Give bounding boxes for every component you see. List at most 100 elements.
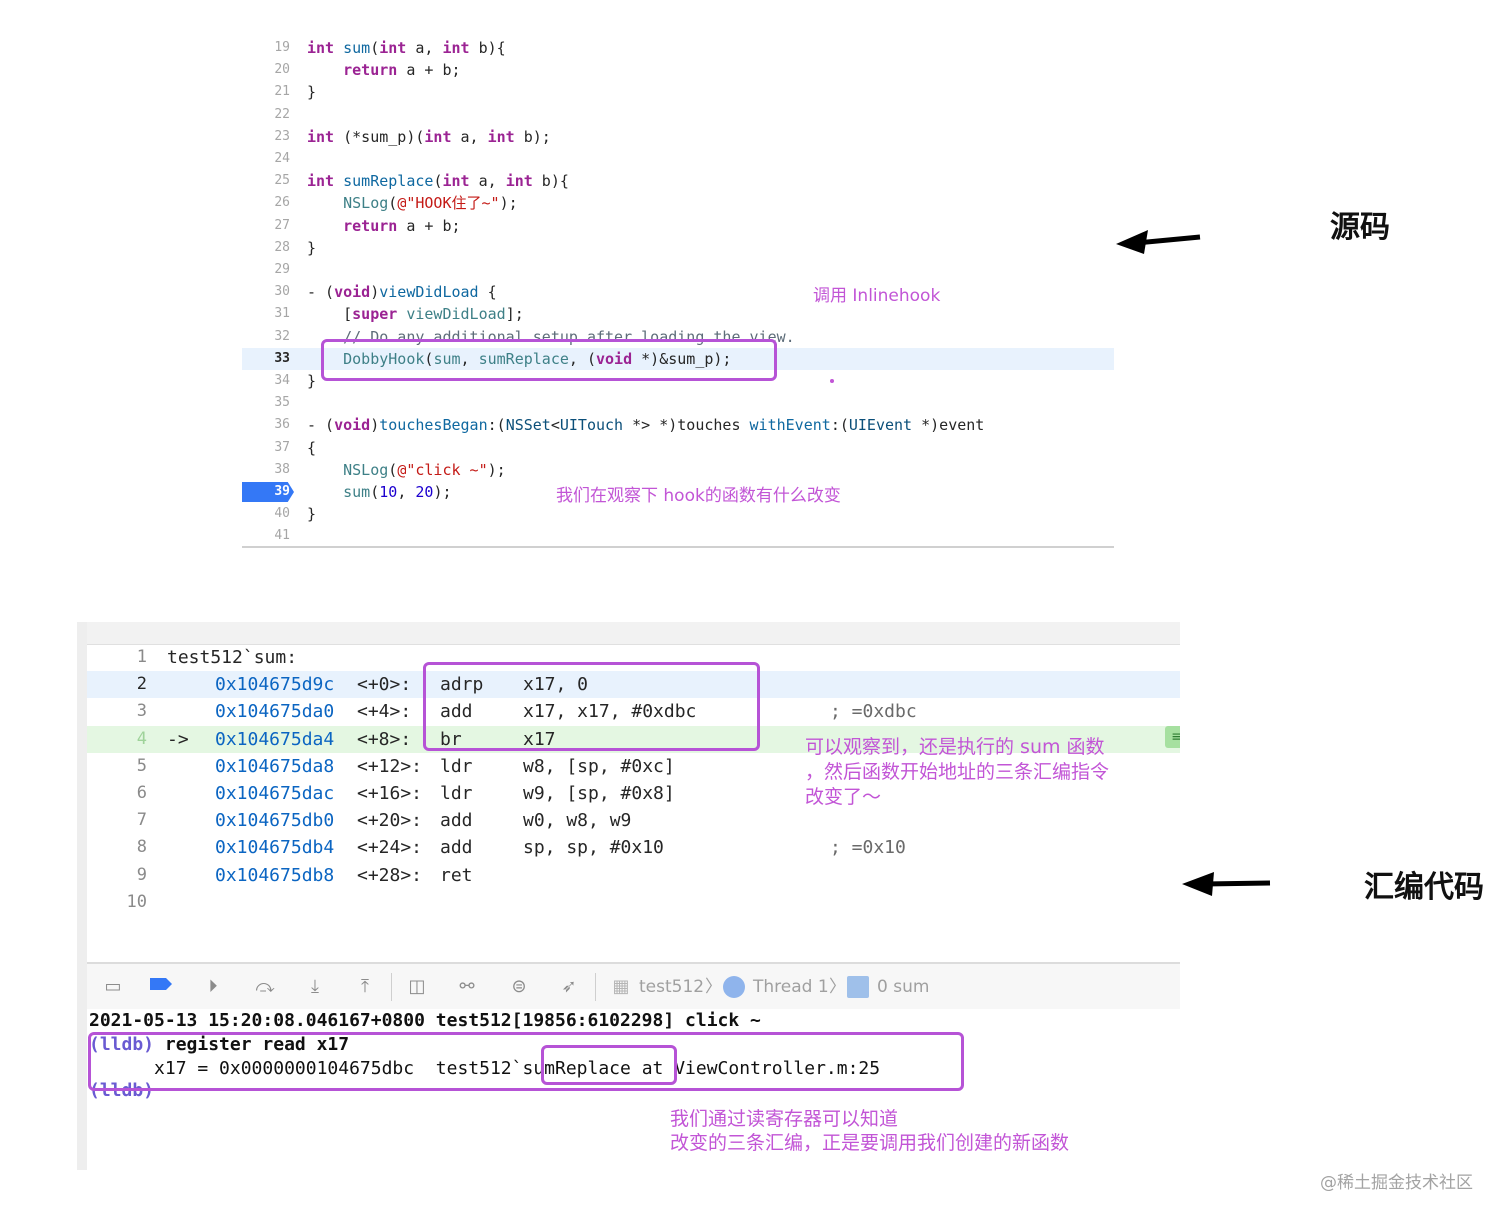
environment-overrides-icon[interactable]: ⊜ [511, 976, 527, 997]
note-call-inlinehook: 调用 Inlinehook [813, 286, 941, 306]
code-token: b){ [532, 172, 569, 191]
step-out-icon[interactable]: ⤒ [361, 976, 369, 997]
code-token: sum [433, 349, 461, 368]
code-token: :( [830, 416, 849, 435]
code-text: NSLog(@"HOOK住了~"); [307, 192, 518, 214]
asm-offset: <+12>: [357, 755, 423, 777]
line-number: 32 [274, 328, 290, 344]
code-token [307, 483, 343, 501]
source-line: 28} [242, 237, 1114, 259]
code-token: void [334, 283, 371, 302]
crumb-chevron-icon: 〉 [705, 977, 722, 997]
code-text: return a + b; [307, 59, 460, 81]
line-number: 9 [136, 864, 147, 885]
crumb-target[interactable]: test512 [639, 977, 705, 997]
console-result-highlight-box [88, 1032, 964, 1091]
source-line: 37{ [242, 437, 1114, 459]
line-number: 41 [274, 528, 290, 544]
crumb-chevron-icon: 〉 [829, 977, 846, 997]
code-token: < [550, 416, 560, 435]
line-number: 22 [274, 106, 290, 122]
line-number: 1 [136, 647, 147, 667]
asm-offset: <+0>: [357, 674, 412, 696]
code-text: - (void)viewDidLoad { [307, 281, 497, 303]
breakpoints-toggle-icon[interactable] [149, 976, 173, 998]
code-token: ); [487, 460, 506, 479]
lldb-prompt: (lldb) [89, 1034, 155, 1055]
result-suffix: at ViewController.m:25 [630, 1058, 881, 1079]
memory-graph-icon[interactable]: ⚯ [459, 976, 475, 997]
asm-address: 0x104675db4 [215, 837, 335, 859]
asm-operands: x17 [523, 728, 556, 750]
source-line: 24 [242, 148, 1114, 170]
crumb-thread[interactable]: Thread 1 [753, 977, 829, 997]
code-token: ( [370, 483, 380, 501]
asm-operands: x17, 0 [523, 674, 589, 696]
asm-opcode: add [440, 810, 473, 832]
result-prefix: x17 = 0x0000000104675dbc test512` [89, 1058, 523, 1079]
source-line: 31 [super viewDidLoad]; [242, 303, 1114, 325]
step-over-icon[interactable]: ⤼ [255, 976, 275, 997]
code-token: { [307, 438, 317, 457]
code-token: 20 [415, 483, 434, 501]
code-token: , ( [568, 349, 596, 368]
line-number: 34 [274, 373, 290, 388]
frame-icon [847, 976, 869, 998]
line-number: 4 [136, 728, 147, 749]
code-token: int [442, 39, 470, 57]
code-text: } [307, 81, 316, 103]
debug-toolbar: ▭ ⏵ ⤼ ⤓ ⤒ ◫ ⚯ ⊜ ➶ ▦ test512 〉 Thread 1 〉… [87, 962, 1180, 1011]
hide-console-icon[interactable]: ▭ [104, 976, 122, 997]
dobbyhook-highlight-box [321, 339, 777, 381]
code-token: a, [451, 127, 488, 146]
dot-mark [830, 379, 834, 383]
continue-icon[interactable]: ⏵ [208, 976, 218, 997]
line-number: 7 [136, 810, 147, 831]
breakpoint-marker[interactable] [242, 482, 294, 502]
asm-opcode: br [440, 728, 462, 750]
code-token: return [343, 216, 398, 235]
asm-offset: <+16>: [357, 783, 423, 804]
source-line: 36- (void)touchesBegan:(NSSet<UITouch *>… [242, 414, 1114, 436]
code-token [397, 305, 406, 323]
code-token: int [487, 127, 515, 146]
code-token: ( [424, 349, 434, 368]
code-text: int sumReplace(int a, int b){ [307, 170, 569, 192]
code-token: @"click ~" [397, 460, 488, 479]
line-number: 26 [274, 195, 290, 211]
asm-operands: w9, [sp, #0x8] [523, 783, 675, 804]
asm-operands: w0, w8, w9 [523, 810, 632, 832]
line-number: 39 [274, 484, 290, 499]
source-line: 38 NSLog(@"click ~"); [242, 459, 1114, 481]
line-number: 23 [274, 128, 290, 144]
thread-icon [723, 976, 745, 998]
crumb-frame[interactable]: 0 sum [877, 977, 930, 997]
pc-menu-icon[interactable]: ≡ [1165, 726, 1180, 748]
asm-operands: sp, sp, #0x10 [523, 837, 664, 859]
code-token: *)&sum_p); [632, 349, 732, 368]
code-token: ( [433, 172, 443, 191]
code-token: int [307, 39, 335, 57]
asm-opcode: adrp [440, 674, 484, 696]
line-number: 29 [274, 262, 290, 277]
code-text: } [307, 503, 316, 525]
code-token: } [307, 238, 317, 257]
asm-offset: <+8>: [357, 728, 412, 750]
source-line: 26 NSLog(@"HOOK住了~"); [242, 192, 1114, 214]
code-token [307, 461, 343, 479]
view-hierarchy-icon[interactable]: ◫ [408, 976, 426, 997]
asm-address: 0x104675da4 [215, 728, 335, 750]
simulate-location-icon[interactable]: ➶ [561, 976, 577, 997]
asm-opcode: add [440, 701, 473, 723]
code-token: *> *)touches [623, 416, 750, 435]
code-token: int [442, 172, 470, 191]
asm-offset: <+20>: [357, 810, 423, 832]
code-token: sum [343, 39, 371, 57]
code-text: [super viewDidLoad]; [307, 303, 524, 325]
step-into-icon[interactable]: ⤓ [311, 976, 319, 997]
